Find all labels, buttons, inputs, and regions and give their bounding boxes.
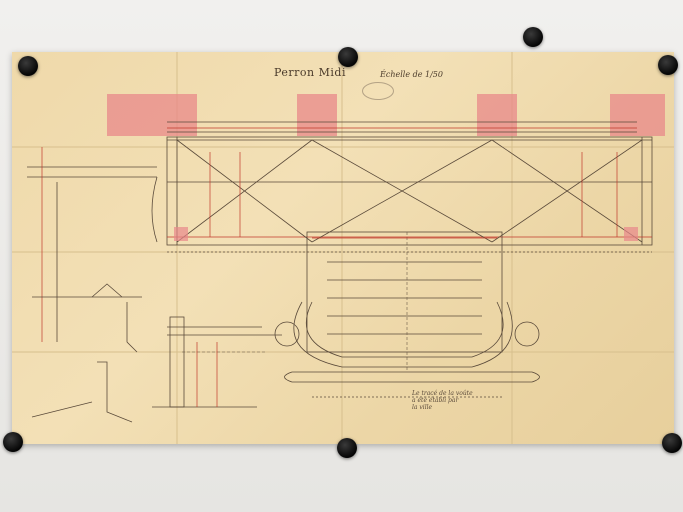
magnet-bottom-left: [3, 432, 23, 452]
magnet-top-right: [658, 55, 678, 75]
pier-center-right: [477, 94, 517, 136]
magnet-bottom-right: [662, 433, 682, 453]
pier-right: [610, 94, 665, 136]
architectural-drawing-sheet: Perron Midi Échelle de 1/50 Le tracé de …: [12, 52, 674, 444]
pier-center-left: [297, 94, 337, 136]
drawing-lines: [12, 52, 674, 444]
drawing-title: Perron Midi: [274, 66, 346, 79]
magnet-top-right-edge: [523, 27, 543, 47]
drawing-scale: Échelle de 1/50: [380, 70, 443, 79]
pier-left: [107, 94, 197, 136]
stamp: [362, 82, 394, 100]
magnet-top-left: [18, 56, 38, 76]
magnet-top-center: [338, 47, 358, 67]
magnet-bottom-center: [337, 438, 357, 458]
signature-note: Le tracé de la voûte a été établi par la…: [412, 390, 473, 411]
